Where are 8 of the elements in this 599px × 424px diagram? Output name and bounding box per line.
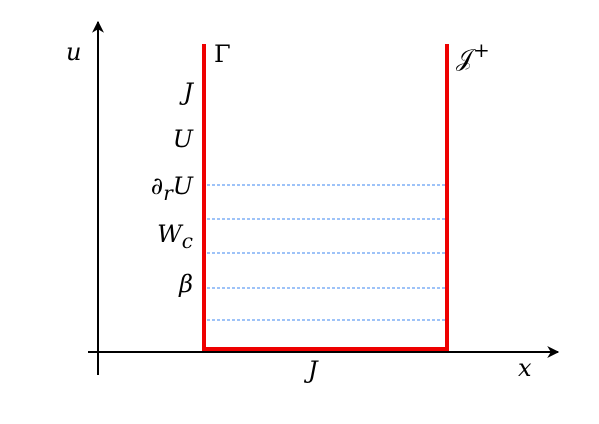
- axis-label: u: [66, 40, 82, 64]
- boundary-label: Γ: [214, 42, 231, 66]
- variable-label: β: [179, 272, 193, 296]
- boundary-label: 𝒥$^{+}$: [456, 40, 490, 70]
- axis-label: x: [518, 356, 532, 380]
- variable-label: U: [172, 127, 193, 151]
- variable-label: W$_{c}$: [157, 222, 193, 251]
- variable-label: ∂$_{r}$U: [150, 174, 193, 203]
